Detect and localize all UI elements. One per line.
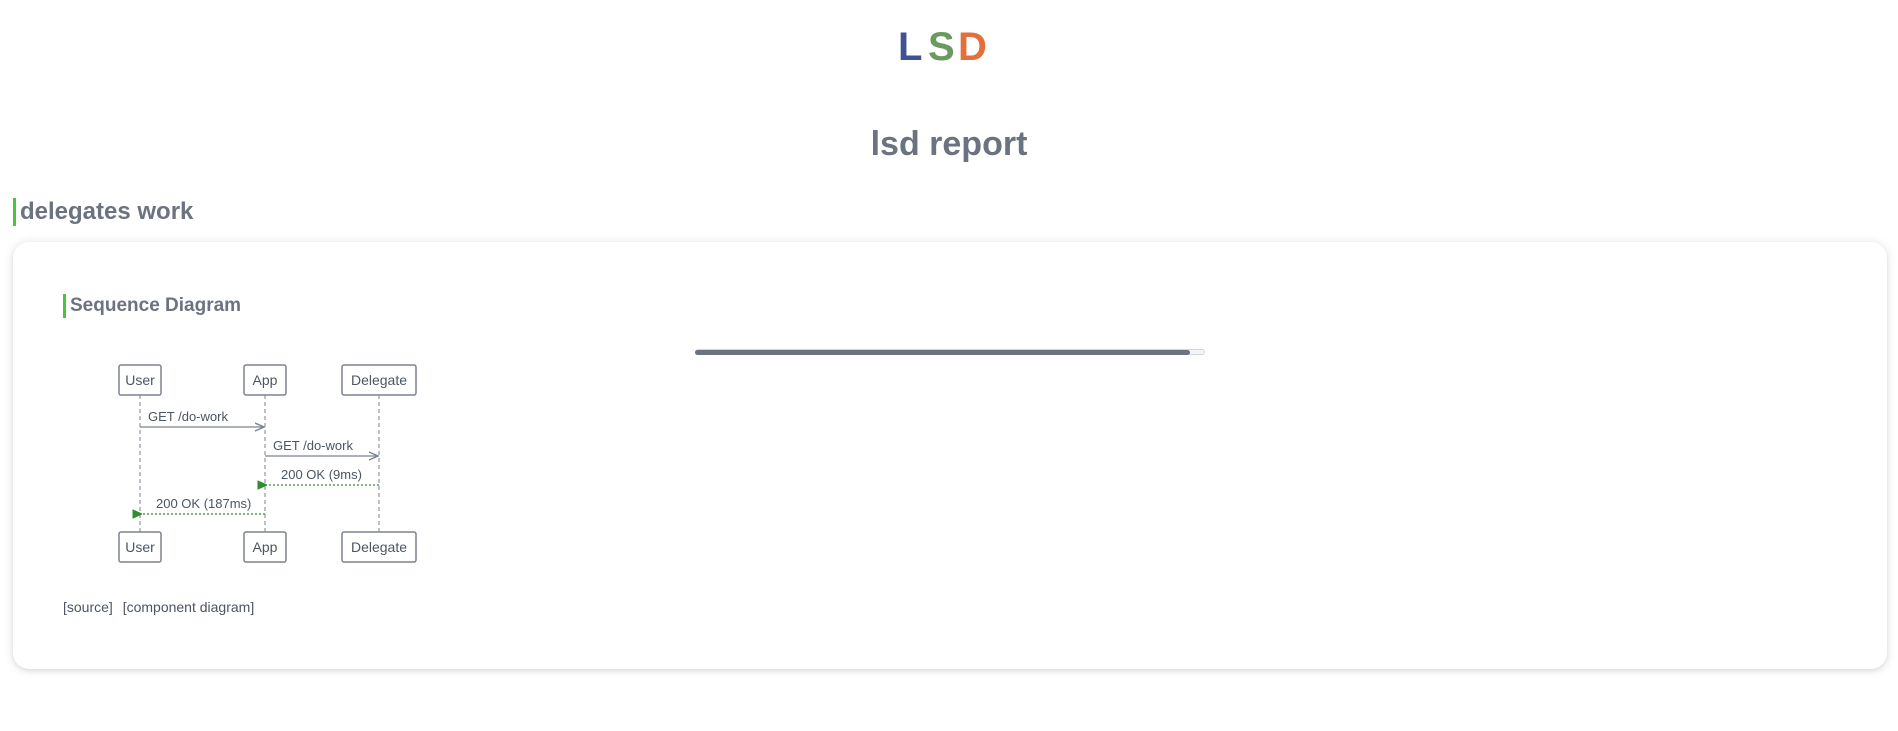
progress-bar <box>695 349 1205 355</box>
message-label-2: GET /do-work <box>273 438 353 453</box>
participant-box-app-bottom <box>243 531 287 563</box>
card-title: Sequence Diagram <box>63 294 241 318</box>
message-label-4: 200 OK (187ms) <box>156 496 251 511</box>
participant-label-delegate-top: Delegate <box>351 372 407 388</box>
participant-label-user-bottom: User <box>125 539 155 555</box>
card-links: [source] [component diagram] <box>63 599 260 615</box>
message-label-3: 200 OK (9ms) <box>281 467 362 482</box>
source-link[interactable]: [source] <box>63 599 113 615</box>
logo-letter-d: D <box>958 25 987 66</box>
participant-box-app-top <box>243 364 287 396</box>
participant-label-delegate-bottom: Delegate <box>351 539 407 555</box>
participant-label-user-top: User <box>125 372 155 388</box>
participant-box-user-top <box>118 364 162 396</box>
progress-fill <box>695 350 1190 355</box>
section-title: delegates work <box>13 198 193 226</box>
component-diagram-link[interactable]: [component diagram] <box>122 599 255 615</box>
report-title: lsd report <box>870 125 1028 163</box>
participant-label-app-bottom: App <box>253 539 278 555</box>
logo-letter-l: L <box>898 25 922 66</box>
lsd-logo: L S D <box>898 25 987 66</box>
logo-letter-s: S <box>928 25 955 66</box>
participant-label-app-top: App <box>253 372 278 388</box>
message-label-1: GET /do-work <box>148 409 228 424</box>
participant-box-user-bottom <box>118 531 162 563</box>
participant-box-delegate-top <box>341 364 417 396</box>
participant-box-delegate-bottom <box>341 531 417 563</box>
